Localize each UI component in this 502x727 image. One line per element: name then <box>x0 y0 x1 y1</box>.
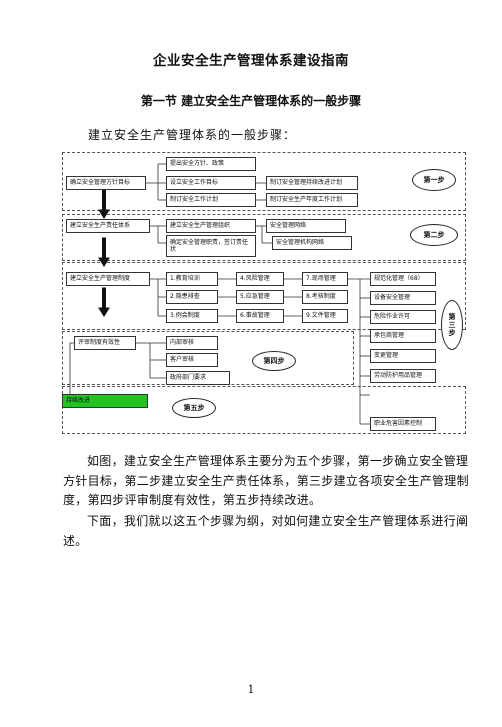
main-box-3: 建立安全生产管理制度 <box>66 272 150 286</box>
step-3-label: 第三步 <box>441 300 463 350</box>
step5-region <box>62 386 466 434</box>
step4-item: 政府部门要求 <box>166 371 230 385</box>
section-heading: 第一节 建立安全生产管理体系的一般步骤 <box>140 94 362 108</box>
step1-box-a3: 制订安全工作计划 <box>166 193 256 207</box>
step-1-label: 第一步 <box>412 169 456 191</box>
step3-item: 7.现场管理 <box>302 272 348 286</box>
step-4-label: 第四步 <box>252 351 296 371</box>
step-5-label: 第五步 <box>172 398 216 418</box>
paragraph-2: 下面，我们就以这五个步骤为纲，对如何建立安全生产管理体系进行阐述。 <box>63 514 469 548</box>
step3-item: 6.事故管理 <box>236 309 284 323</box>
main-box-1: 确立安全管理方针目标 <box>66 176 146 190</box>
step3-item: 3.例会制度 <box>166 309 218 323</box>
step2-box-a1: 建立安全生产管理组织 <box>166 219 256 233</box>
step3-right-item: 劳动防护用品管理 <box>370 369 436 383</box>
main-box-5: 持续改进 <box>62 394 148 408</box>
step3-item: 8.考核制度 <box>302 290 348 304</box>
step1-region <box>62 152 466 211</box>
step1-box-a2: 设立安全工作目标 <box>166 176 256 190</box>
main-box-4: 评审制度有效性 <box>74 336 136 350</box>
step3-right-item: 承包商管理 <box>370 329 436 343</box>
step4-item: 内部审核 <box>166 336 218 350</box>
step3-item: 5.应急管理 <box>236 290 284 304</box>
step3-item: 1.教育培训 <box>166 272 218 286</box>
main-box-2: 建立安全生产责任体系 <box>66 219 150 233</box>
step3-item: 4.风险管理 <box>236 272 284 286</box>
step3-right-item: 规范化管理（68） <box>370 272 436 286</box>
step3-item: 9.文件管理 <box>302 309 348 323</box>
paragraph-1: 如图，建立安全生产管理体系主要分为五个步骤，第一步确立安全管理方针目标，第二步建… <box>63 454 469 507</box>
step3-right-item: 设备安全管理 <box>370 291 436 305</box>
step4-item: 客户审核 <box>166 353 218 367</box>
step3-right-item: 职业危害因素控制 <box>370 417 436 431</box>
step2-box-a2: 确定安全管理职责，签订责任状 <box>166 235 256 257</box>
step2-box-b2: 安全管理机构网络 <box>272 236 352 250</box>
step3-item: 2.隐患排查 <box>166 290 218 304</box>
page-number: 1 <box>247 683 255 696</box>
step2-region <box>62 214 466 261</box>
step-2-label: 第二步 <box>410 224 458 246</box>
page-title: 企业安全生产管理体系建设指南 <box>153 53 349 69</box>
step1-box-a1: 提出安全方针、政策 <box>166 157 256 171</box>
step3-region <box>62 262 466 330</box>
intro-text: 建立安全生产管理体系的一般步骤： <box>88 128 297 142</box>
step1-box-b2: 制订安全生产年度工作计划 <box>266 193 358 207</box>
step1-box-b1: 制订安全管理持续改进计划 <box>266 176 358 190</box>
step3-right-item: 危险作业许可 <box>370 310 436 324</box>
step2-box-b1: 安全管理网络 <box>266 219 346 233</box>
step3-right-item: 变更管理 <box>370 349 436 363</box>
